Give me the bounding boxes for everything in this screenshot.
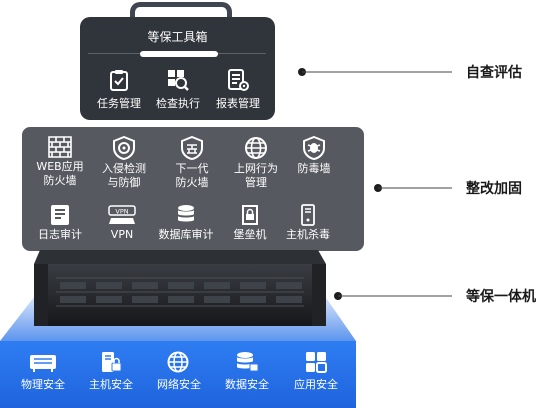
- tool-check-execution: 检查执行: [146, 68, 210, 111]
- report-gear-icon: [228, 69, 249, 91]
- item-label-line2: 管理: [245, 176, 267, 189]
- app-grid-icon: [306, 352, 327, 373]
- rectification-panel: [22, 127, 364, 251]
- base-physical-security: 物理安全: [8, 351, 78, 392]
- item-label: 堡垒机: [233, 228, 267, 241]
- item-label: 主机杀毒: [286, 228, 330, 241]
- base-network-security: 网络安全: [144, 351, 214, 392]
- item-behavior-mgmt: 上网行为 管理: [220, 136, 292, 190]
- toolbox-latch: [140, 51, 218, 57]
- toolbox-title: 等保工具箱: [147, 30, 208, 44]
- item-vpn: VPN VPN: [86, 204, 158, 242]
- magnifier-grid-icon: [168, 70, 189, 91]
- globe-icon: [245, 137, 267, 159]
- item-db-audit: 数据库审计: [150, 204, 222, 242]
- item-label-line2: 防火墙: [43, 174, 77, 187]
- item-ids-ips: 入侵检测 与防御: [88, 136, 160, 190]
- base-host-security: 主机安全: [76, 351, 146, 392]
- base-application-security: 应用安全: [281, 351, 351, 392]
- log-document-icon: [51, 205, 69, 225]
- svg-text:VPN: VPN: [115, 208, 128, 216]
- toolbox: [80, 17, 275, 120]
- host-lock-icon: [102, 352, 122, 372]
- item-ngfw: 下一代 防火墙: [156, 136, 228, 190]
- base-label: 物理安全: [21, 378, 65, 391]
- shield-wall-icon: [181, 136, 203, 160]
- toolbox-handle: [130, 2, 232, 20]
- clipboard-check-icon: [110, 70, 128, 91]
- database-icon: [178, 205, 194, 222]
- item-label-line1: 上网行为: [234, 162, 278, 175]
- item-host-antivirus: 主机杀毒: [272, 204, 344, 242]
- base-data-security: 数据安全: [212, 351, 282, 392]
- item-antivirus-wall: 防毒墙: [278, 136, 350, 176]
- item-log-audit: 日志审计: [24, 204, 96, 242]
- tool-label: 检查执行: [156, 97, 200, 110]
- item-label: VPN: [110, 228, 134, 241]
- datacenter-icon: [30, 355, 56, 372]
- item-label: 数据库审计: [158, 228, 214, 241]
- base-label: 主机安全: [89, 378, 133, 391]
- callout-appliance: 等保一体机: [466, 289, 536, 305]
- item-label-line1: WEB应用: [36, 160, 84, 173]
- appliance-server: [34, 250, 326, 326]
- item-label-line2: 与防御: [107, 176, 141, 189]
- base-label: 网络安全: [157, 378, 201, 391]
- tool-task-management: 任务管理: [87, 68, 151, 111]
- data-lock-icon: [237, 352, 259, 372]
- base-label: 应用安全: [294, 378, 338, 391]
- item-waf: WEB应用 防火墙: [24, 136, 96, 188]
- shield-virus-icon: [303, 136, 325, 160]
- server-tower-icon: [301, 204, 315, 226]
- shield-swirl-icon: [113, 136, 135, 160]
- tool-report-management: 报表管理: [206, 68, 270, 111]
- item-label-line1: 防毒墙: [297, 162, 331, 175]
- callout-assessment: 自查评估: [466, 65, 522, 81]
- item-label-line1: 下一代: [175, 162, 209, 175]
- item-label-line2: 防火墙: [175, 176, 209, 189]
- tool-label: 报表管理: [216, 97, 260, 110]
- vpn-router-icon: VPN: [108, 205, 136, 224]
- brick-wall-icon: [48, 136, 72, 158]
- item-label-line1: 入侵检测: [102, 162, 146, 175]
- callout-rectification: 整改加固: [466, 181, 522, 197]
- item-label: 日志审计: [38, 228, 82, 241]
- item-bastion: 堡垒机: [214, 204, 286, 242]
- base-label: 数据安全: [225, 378, 269, 391]
- bastion-lock-icon: [242, 205, 258, 225]
- tool-label: 任务管理: [97, 97, 141, 110]
- network-globe-icon: [167, 351, 189, 373]
